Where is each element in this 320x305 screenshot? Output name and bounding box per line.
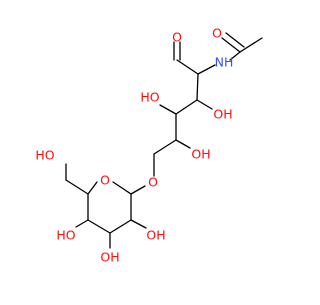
bond-n-camide	[229, 51, 241, 61]
bond-layer	[65, 32, 263, 249]
bond-c4-o	[159, 104, 177, 115]
bond-c3p-c2p	[109, 219, 132, 234]
ether-oxygen-label: O	[148, 175, 158, 190]
molecule-diagram: O O NH OH HO OH O O HO OH OH HO	[0, 0, 300, 300]
bond-c1p-oring	[112, 181, 132, 195]
bond-c3-o	[196, 99, 213, 110]
bond-c5-o	[175, 139, 191, 149]
ring-oxygen-label: O	[100, 173, 110, 188]
aldehyde-oxygen-label: O	[172, 30, 182, 45]
structure-canvas: O O NH OH HO OH O O HO OH OH HO	[0, 0, 300, 300]
bond-c5-c6	[153, 139, 177, 155]
bond-oether-c1p	[130, 185, 146, 195]
bond-c3-c4	[175, 99, 198, 115]
bond-c1-c2	[176, 59, 199, 75]
background	[0, 0, 300, 300]
atom-labels: O O NH OH HO OH O O HO OH OH HO	[35, 26, 233, 265]
bond-c2-c3	[196, 73, 199, 101]
c3-hydroxyl-label: OH	[213, 107, 232, 122]
bond-amide-co-2	[225, 32, 245, 48]
c4-hydroxyl-label: HO	[140, 90, 159, 105]
bond-amide-methyl	[239, 37, 263, 53]
ring-hydroxyl-c2-label: OH	[146, 228, 165, 243]
bond-c5p-c6p	[65, 179, 89, 195]
ch2oh-hydroxyl-label: HO	[35, 148, 54, 163]
amide-nh-label: NH	[215, 55, 234, 70]
bond-c4p-c3p	[87, 219, 111, 234]
bond-c2p-oh	[130, 219, 147, 229]
bond-c2-n	[197, 64, 216, 75]
bond-oring-c5p	[87, 181, 98, 195]
ring-hydroxyl-c4-label: HO	[56, 228, 75, 243]
c5-hydroxyl-label: OH	[191, 147, 210, 162]
bond-amide-co-1	[221, 37, 241, 53]
amide-oxygen-label: O	[212, 26, 222, 41]
ring-hydroxyl-c3-label: OH	[100, 250, 119, 265]
bond-c4p-oh	[75, 219, 89, 228]
